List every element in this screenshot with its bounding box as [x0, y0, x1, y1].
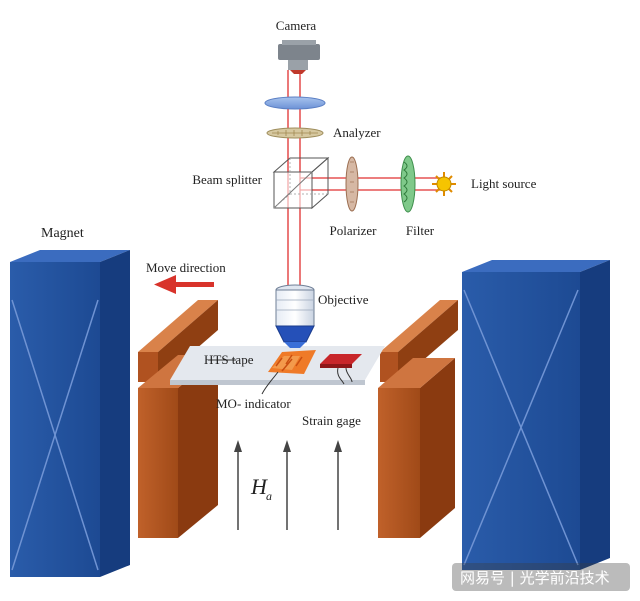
field-subscript: a [266, 489, 272, 503]
right-yoke [378, 300, 458, 538]
mo-indicator-label: MO- indicator [216, 396, 291, 411]
hts-tape-label: HTS tape [204, 352, 254, 367]
camera [278, 40, 320, 74]
beam-splitter-label: Beam splitter [192, 172, 262, 187]
left-magnet [10, 250, 130, 577]
camera-label: Camera [276, 18, 317, 33]
objective-label: Objective [318, 292, 369, 307]
filter-element [400, 155, 416, 213]
move-direction-label: Move direction [146, 260, 226, 275]
field-symbol: H [250, 474, 268, 499]
magnet-label: Magnet [41, 226, 84, 241]
watermark-text: 网易号 | 光学前沿技术 [460, 569, 610, 587]
polarizer-label: Polarizer [330, 223, 378, 238]
beam-splitter-cube [272, 156, 330, 210]
analyzer-label: Analyzer [333, 125, 381, 140]
leader-lines [208, 359, 279, 395]
top-lens [264, 96, 326, 110]
filter-label: Filter [406, 223, 435, 238]
polarizer-element [345, 156, 359, 212]
light-source-label: Light source [471, 176, 537, 191]
objective-lens [275, 284, 315, 348]
mo-indicator-patch [268, 350, 316, 374]
strain-gage-chip [320, 354, 362, 385]
move-direction-arrow [154, 275, 214, 294]
left-yoke [138, 300, 218, 538]
field-arrows [234, 440, 342, 530]
analyzer-element [266, 127, 324, 139]
field-label: H a [250, 474, 272, 503]
strain-gage-label: Strain gage [302, 413, 361, 428]
right-magnet [462, 260, 610, 570]
light-source-icon [432, 172, 456, 196]
watermark: 网易号 | 光学前沿技术 [452, 563, 630, 591]
